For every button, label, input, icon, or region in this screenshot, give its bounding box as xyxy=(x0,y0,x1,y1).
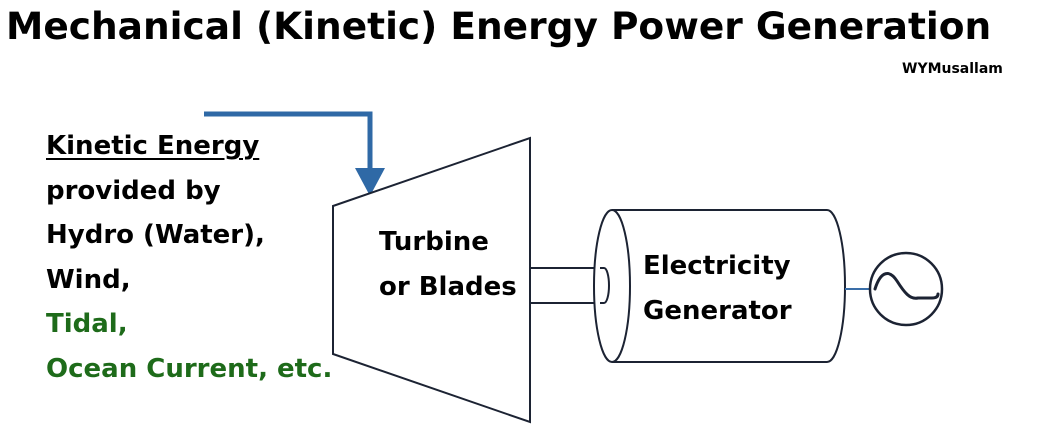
turbine-shape xyxy=(332,136,531,424)
generator-cylinder xyxy=(593,209,846,363)
kinetic-energy-heading: Kinetic Energy xyxy=(46,131,260,161)
turbine-label-line-1: Turbine xyxy=(379,227,489,257)
drive-shaft xyxy=(529,267,603,304)
generator-label-line-2: Generator xyxy=(643,296,792,326)
source-line-hydro: Hydro (Water), xyxy=(46,220,265,250)
author-credit: WYMusallam xyxy=(902,61,1003,77)
turbine-label-line-2: or Blades xyxy=(379,272,517,302)
ac-sine-wave-icon xyxy=(868,251,944,327)
energy-source-list: Kinetic Energy provided by Hydro (Water)… xyxy=(46,124,332,391)
source-line-wind: Wind, xyxy=(46,264,131,295)
generator-label: Electricity Generator xyxy=(643,244,792,334)
turbine-label: Turbine or Blades xyxy=(379,220,517,310)
energy-flow-arrow xyxy=(204,111,385,196)
page-title: Mechanical (Kinetic) Energy Power Genera… xyxy=(6,4,992,48)
generator-label-line-1: Electricity xyxy=(643,251,791,281)
source-line-tidal: Tidal, xyxy=(46,309,128,339)
source-line: provided by xyxy=(46,175,221,206)
source-line-ocean-current: Ocean Current, etc. xyxy=(46,353,333,384)
